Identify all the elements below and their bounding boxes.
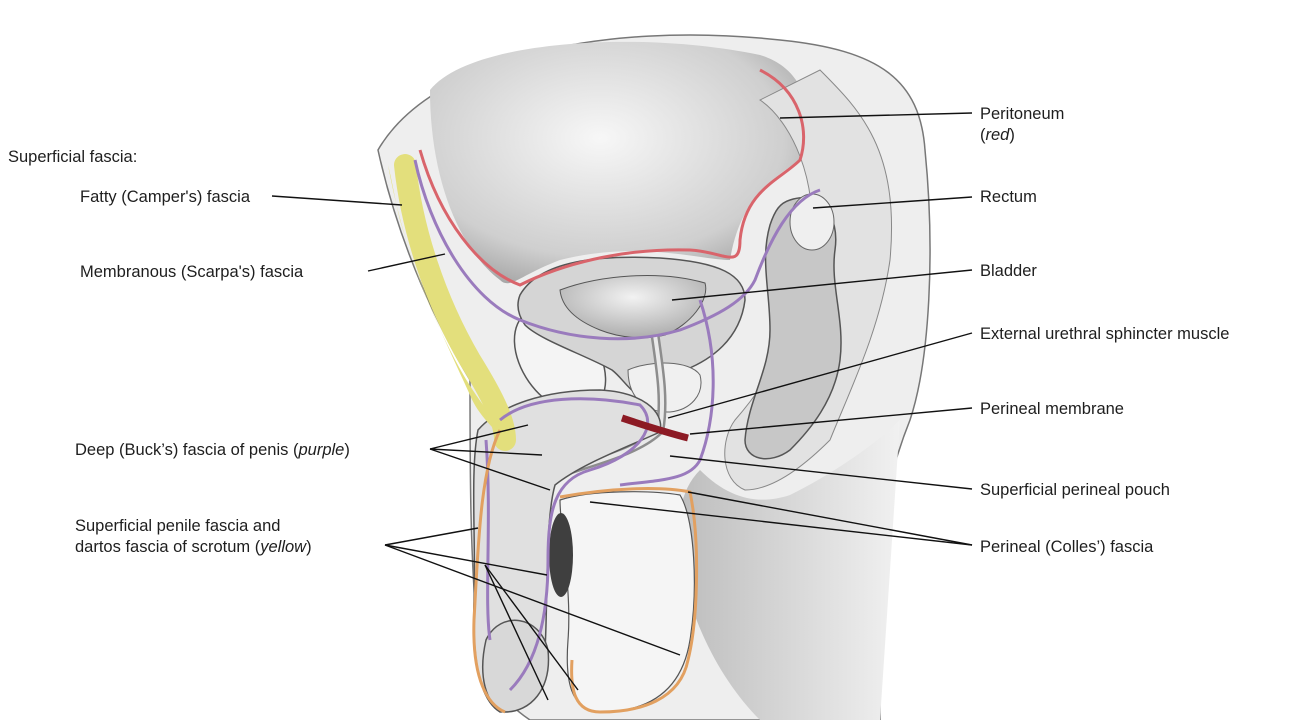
label-fatty-fascia: Fatty (Camper's) fascia — [80, 187, 250, 208]
label-bladder: Bladder — [980, 261, 1037, 282]
scrotum — [560, 492, 694, 712]
label-superficial-pouch: Superficial perineal pouch — [980, 480, 1170, 501]
leader-fatty — [272, 196, 402, 205]
label-superficial-penile-line2: dartos fascia of scrotum (yellow) — [75, 537, 312, 558]
label-perineal-membrane: Perineal membrane — [980, 399, 1124, 420]
testis-dark — [549, 513, 573, 597]
label-peritoneum: Peritoneum — [980, 104, 1064, 125]
label-membranous-fascia: Membranous (Scarpa's) fascia — [80, 262, 303, 283]
label-rectum: Rectum — [980, 187, 1037, 208]
label-deep-fascia: Deep (Buck’s) fascia of penis (purple) — [75, 440, 350, 461]
label-superficial-penile-line1: Superficial penile fascia and — [75, 516, 280, 537]
label-peritoneum-color: (red) — [980, 125, 1015, 146]
superficial-fascia-heading: Superficial fascia: — [8, 147, 137, 168]
label-sphincter: External urethral sphincter muscle — [980, 324, 1229, 345]
label-colles-fascia: Perineal (Colles’) fascia — [980, 537, 1153, 558]
leader-yellow-1 — [385, 528, 478, 545]
rectum-lumen — [790, 194, 834, 250]
